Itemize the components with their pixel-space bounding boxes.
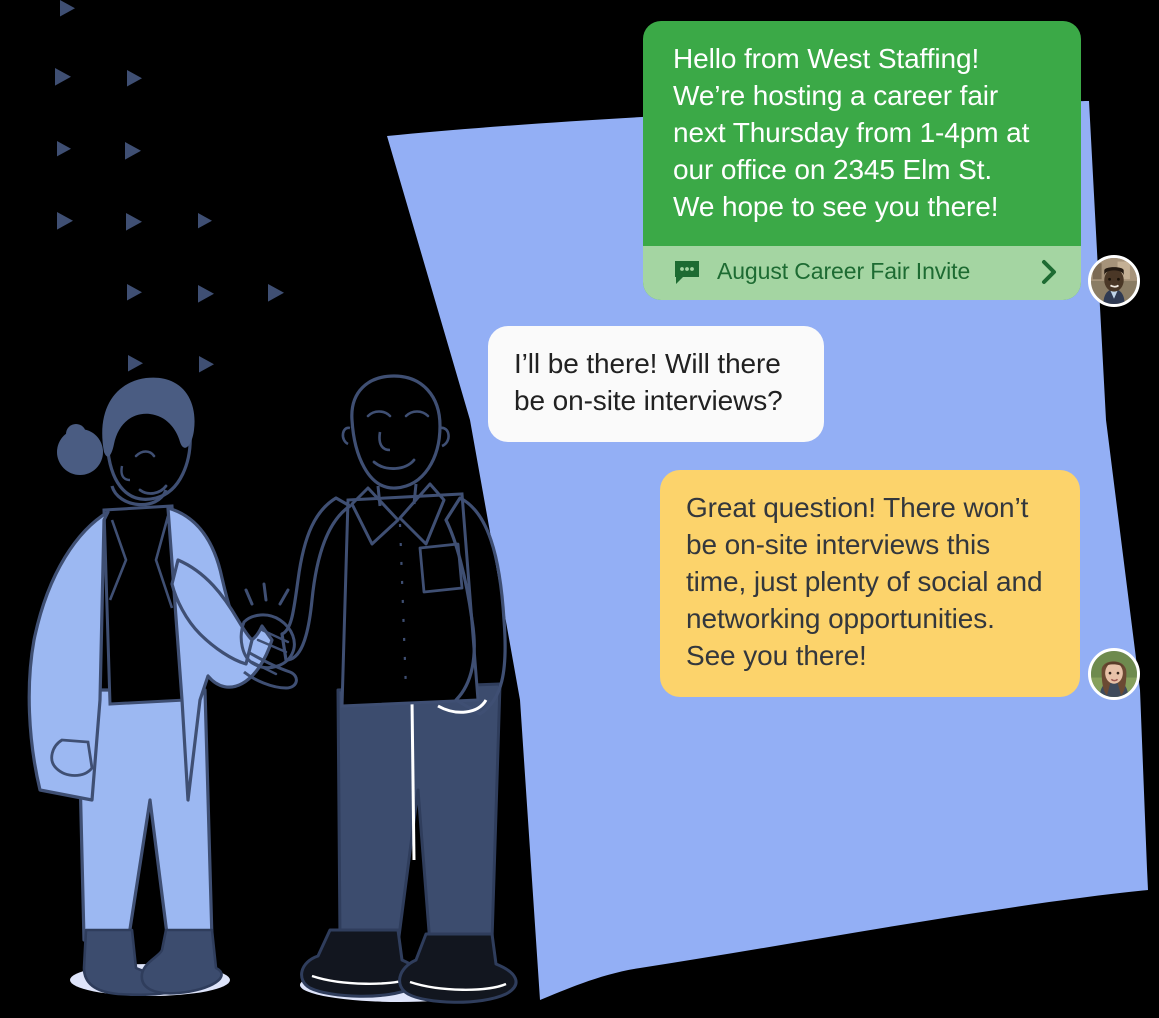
triangle-right-icon bbox=[126, 213, 142, 231]
speech-bubble-dots-icon bbox=[673, 259, 701, 285]
triangle-right-icon bbox=[199, 356, 214, 373]
hair-woman bbox=[102, 377, 195, 457]
triangle-right-icon bbox=[57, 212, 73, 230]
triangle-right-icon bbox=[127, 70, 142, 87]
avatar-customer bbox=[1088, 648, 1140, 700]
triangle-right-icon bbox=[268, 284, 284, 302]
triangle-right-icon bbox=[198, 213, 212, 229]
message-outbound-invite[interactable]: Hello from West Staffing! We’re hosting … bbox=[643, 21, 1081, 300]
message-text: I’ll be there! Will there be on-site int… bbox=[514, 348, 783, 416]
triangle-right-icon bbox=[128, 355, 143, 372]
shoe-right bbox=[398, 932, 518, 1004]
message-outbound-answer[interactable]: Great question! There won’t be on-site i… bbox=[660, 470, 1080, 697]
message-text: Great question! There won’t be on-site i… bbox=[686, 492, 1043, 671]
attachment-row[interactable]: August Career Fair Invite bbox=[643, 245, 1081, 300]
avatar-business-agent bbox=[1088, 255, 1140, 307]
handshake-icon bbox=[239, 582, 298, 690]
figure-man-right bbox=[280, 374, 518, 1004]
triangle-right-icon bbox=[198, 285, 214, 303]
chevron-right-icon[interactable] bbox=[1039, 258, 1059, 286]
message-inbound-reply[interactable]: I’ll be there! Will there be on-site int… bbox=[488, 326, 824, 442]
head-man bbox=[350, 374, 442, 490]
attachment-label: August Career Fair Invite bbox=[717, 258, 971, 285]
decorative-arrow-group bbox=[55, 0, 284, 373]
triangle-right-icon bbox=[55, 68, 71, 86]
boot-right bbox=[140, 928, 223, 995]
triangle-right-icon bbox=[60, 0, 75, 17]
figure-woman-left bbox=[27, 377, 274, 997]
triangle-right-icon bbox=[125, 142, 141, 160]
triangle-right-icon bbox=[57, 141, 71, 157]
triangle-right-icon bbox=[127, 284, 142, 301]
message-text: Hello from West Staffing! We’re hosting … bbox=[673, 43, 1030, 222]
